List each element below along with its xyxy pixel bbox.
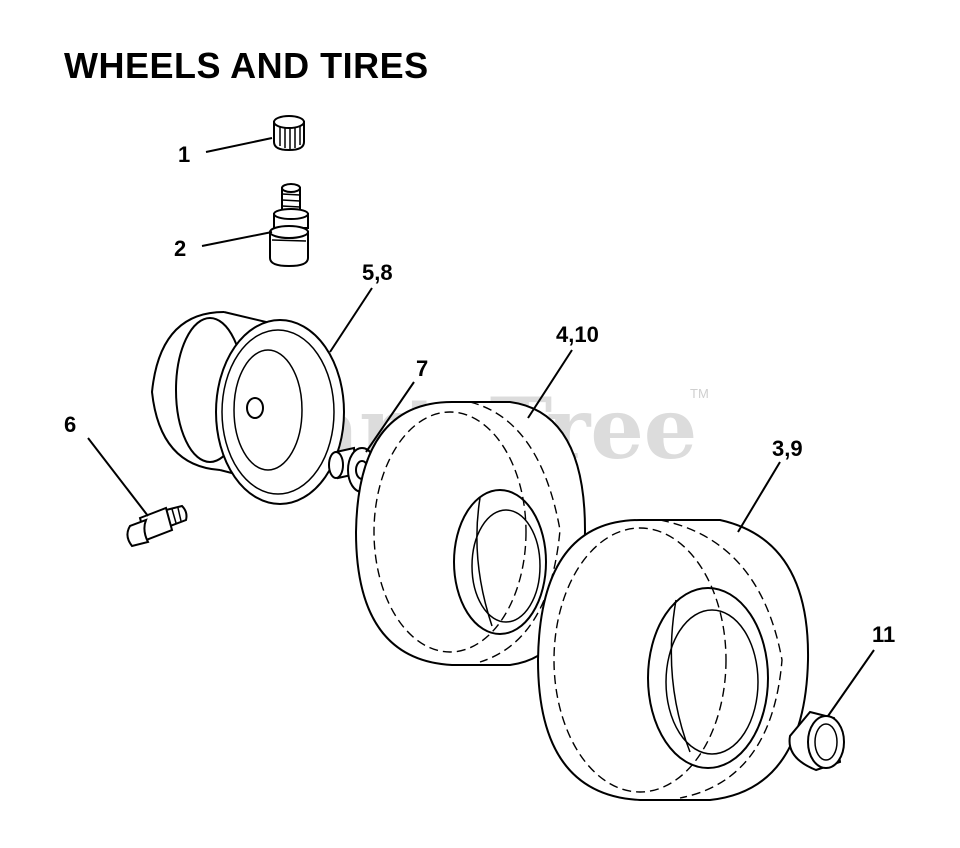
callout-label: 11 xyxy=(872,622,895,647)
callout-label: 7 xyxy=(416,356,428,381)
leader-line-3-9 xyxy=(737,461,781,533)
watermark-trademark: TM xyxy=(690,386,709,401)
leader-line-2 xyxy=(201,231,273,247)
leader-line-5-8 xyxy=(329,287,373,353)
leader-line-7 xyxy=(365,381,415,453)
leader-line-11 xyxy=(827,649,875,717)
callout-label: 2 xyxy=(174,236,186,261)
callout-label: 4,10 xyxy=(556,322,599,347)
leader-lines xyxy=(87,137,875,717)
front-tire-part xyxy=(354,401,587,666)
valve-cap-part xyxy=(273,115,305,152)
callout-label: 3,9 xyxy=(772,436,803,461)
leader-line-6 xyxy=(87,437,149,517)
callout-labels: 1 2 5,8 7 4,10 6 3,9 11 xyxy=(64,142,895,647)
leader-line-1 xyxy=(205,137,273,153)
callout-label: 5,8 xyxy=(362,260,393,285)
rear-tire-part xyxy=(536,519,810,801)
hub-cap-part xyxy=(788,710,845,772)
leader-line-4-10 xyxy=(527,349,573,419)
callout-label: 1 xyxy=(178,142,190,167)
grease-fitting-part xyxy=(126,504,188,548)
callout-label: 6 xyxy=(64,412,76,437)
page-title: WHEELS AND TIRES xyxy=(64,45,429,86)
wheel-rim-part xyxy=(150,311,345,505)
valve-stem-part xyxy=(269,183,309,268)
